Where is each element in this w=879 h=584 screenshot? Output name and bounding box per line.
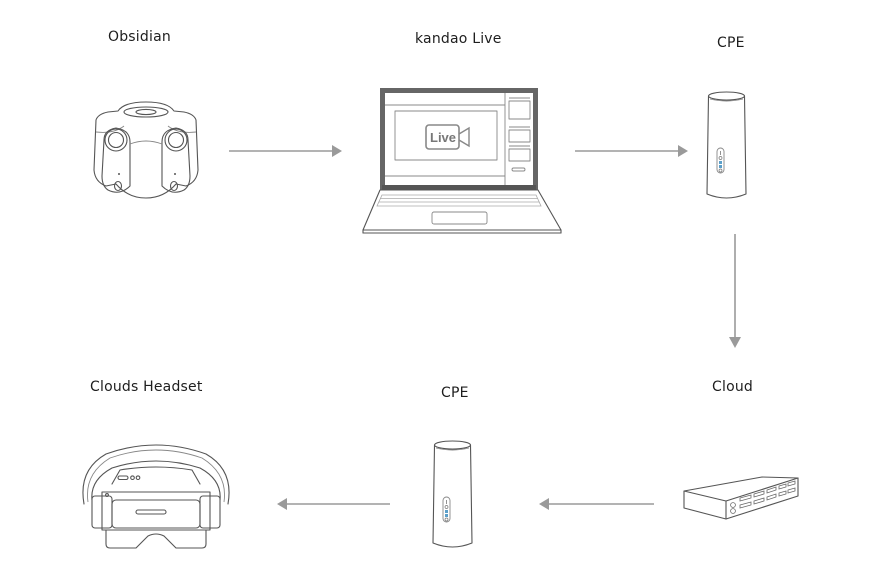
arrow-cloud-to-cpe-bottom xyxy=(539,498,654,510)
laptop-icon: Live xyxy=(360,88,565,236)
arrow-obsidian-to-kandao-live xyxy=(229,145,342,157)
node-label-cpe-bottom: CPE xyxy=(441,385,469,401)
node-label-obsidian: Obsidian xyxy=(108,29,171,45)
node-label-cloud: Cloud xyxy=(712,379,753,395)
node-label-kandao-live: kandao Live xyxy=(415,31,502,47)
server-switch-icon xyxy=(682,473,800,525)
node-label-clouds-headset: Clouds Headset xyxy=(90,379,203,395)
live-badge: Live xyxy=(430,130,456,145)
arrow-cpe-bottom-to-headset xyxy=(277,498,390,510)
vr-headset-icon xyxy=(76,440,236,552)
360-camera-icon xyxy=(84,100,209,200)
cpe-router-icon xyxy=(704,90,749,202)
arrow-cpe-top-to-cloud xyxy=(729,234,741,348)
node-label-cpe-top: CPE xyxy=(717,35,745,51)
cpe-router-icon xyxy=(430,439,475,551)
arrow-kandao-live-to-cpe-top xyxy=(575,145,688,157)
